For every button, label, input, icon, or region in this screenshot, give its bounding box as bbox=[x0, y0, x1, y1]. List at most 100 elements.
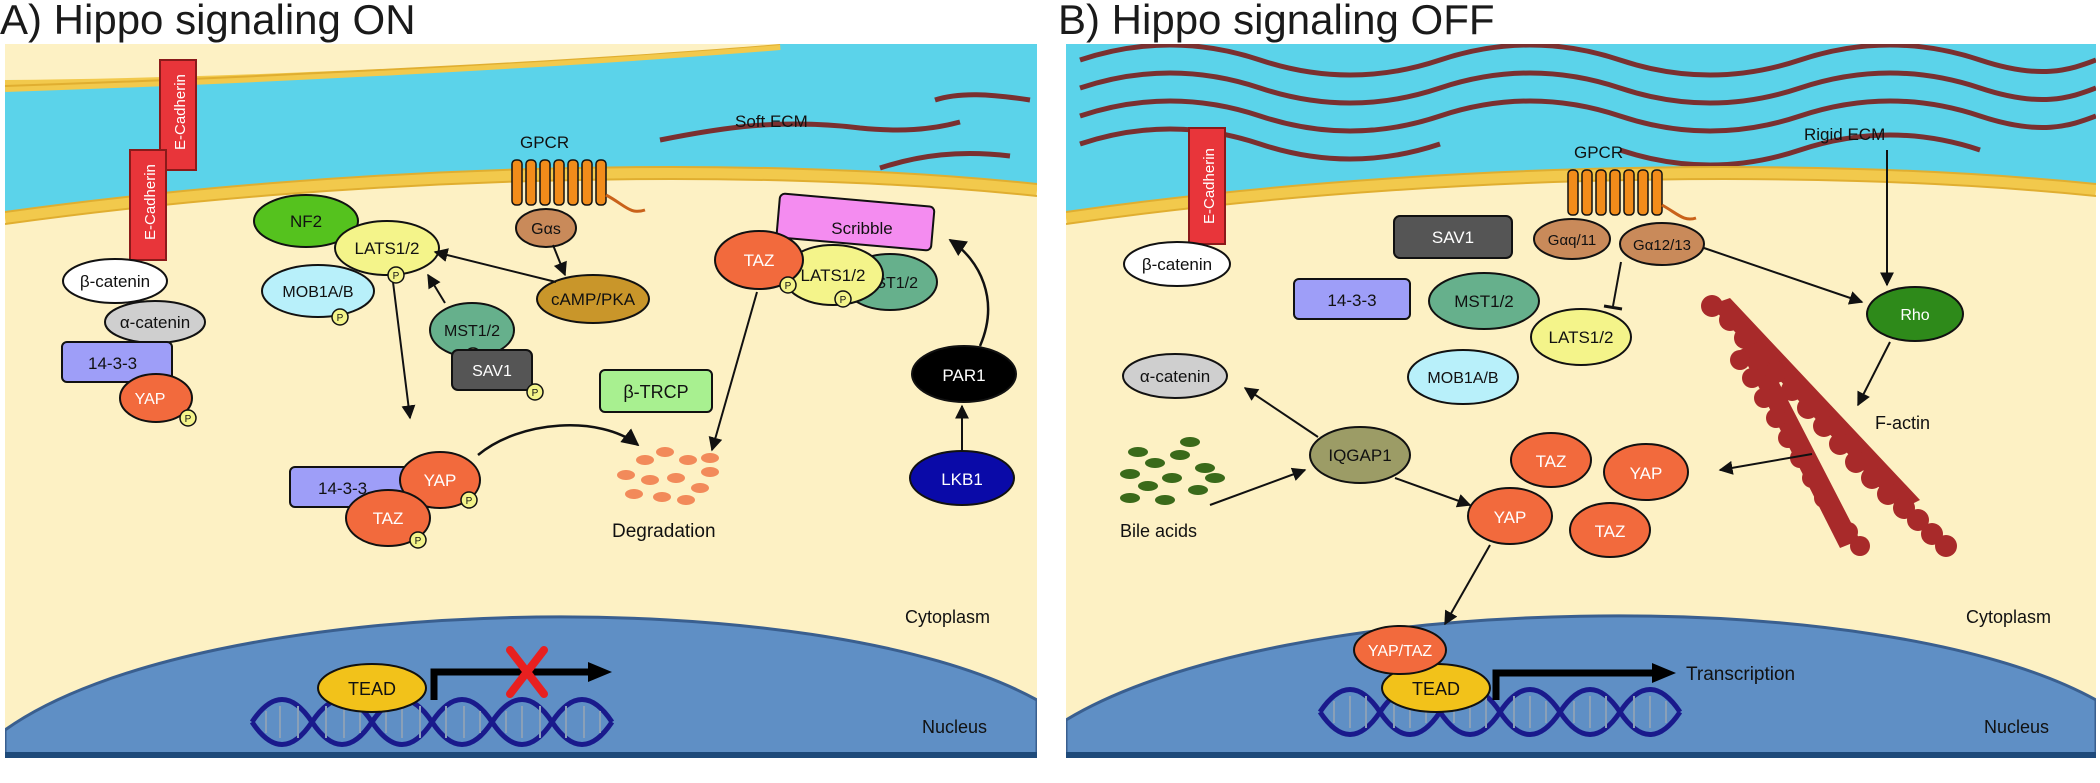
lkb1: LKB1 bbox=[909, 450, 1015, 506]
svg-text:YAP: YAP bbox=[1494, 508, 1527, 527]
svg-text:LATS1/2: LATS1/2 bbox=[1549, 328, 1614, 347]
phospho-icon bbox=[460, 491, 478, 509]
svg-text:MOB1A/B: MOB1A/B bbox=[282, 284, 353, 301]
yap-taz-b: YAP/TAZ bbox=[1353, 625, 1447, 675]
svg-text:P: P bbox=[785, 281, 792, 292]
svg-text:TAZ: TAZ bbox=[373, 509, 404, 528]
svg-text:P: P bbox=[393, 271, 400, 282]
svg-text:TEAD: TEAD bbox=[1412, 679, 1460, 699]
svg-text:Rho: Rho bbox=[1900, 307, 1929, 324]
lats-scribble: LATS1/2 P bbox=[782, 244, 884, 308]
lats-left: LATS1/2 P bbox=[334, 220, 440, 284]
f-actin bbox=[1701, 295, 1957, 557]
svg-text:MST1/2: MST1/2 bbox=[1454, 292, 1514, 311]
tead-a: TEAD bbox=[317, 663, 427, 713]
mob-b: MOB1A/B bbox=[1407, 349, 1519, 405]
par1: PAR1 bbox=[911, 345, 1017, 403]
taz-middle: TAZ P bbox=[345, 489, 431, 549]
arrow bbox=[427, 273, 446, 304]
e-cadherin-lower: E-Cadherin bbox=[129, 149, 167, 261]
g-alpha-12-13: Gα12/13 bbox=[1619, 222, 1705, 266]
f-actin-label: F-actin bbox=[1875, 413, 1930, 433]
svg-text:NF2: NF2 bbox=[290, 212, 322, 231]
soft-ecm-label: Soft ECM bbox=[735, 112, 808, 131]
taz-b-2: TAZ bbox=[1569, 502, 1651, 558]
transcription-arrow-blocked bbox=[430, 662, 612, 700]
arrow bbox=[1243, 387, 1319, 438]
svg-text:cAMP/PKA: cAMP/PKA bbox=[551, 290, 636, 309]
panel-a: Soft ECM E-Cadherin E-Cadherin β-catenin… bbox=[5, 44, 1037, 758]
yap-b-2: YAP bbox=[1467, 487, 1553, 545]
phospho-icon bbox=[387, 266, 405, 284]
bile-acids-particles bbox=[1120, 437, 1225, 505]
yap-left: YAP P bbox=[119, 373, 197, 427]
svg-text:α-catenin: α-catenin bbox=[120, 313, 190, 332]
svg-text:TAZ: TAZ bbox=[1536, 452, 1567, 471]
svg-text:TAZ: TAZ bbox=[1595, 522, 1626, 541]
svg-text:MOB1A/B: MOB1A/B bbox=[1427, 370, 1498, 387]
gpcr-receptor bbox=[511, 159, 646, 213]
svg-text:YAP/TAZ: YAP/TAZ bbox=[1368, 643, 1433, 660]
svg-text:Gαq/11: Gαq/11 bbox=[1548, 232, 1596, 249]
svg-text:Gα12/13: Gα12/13 bbox=[1633, 237, 1691, 254]
e-cadherin-upper: E-Cadherin bbox=[159, 59, 197, 171]
svg-text:P: P bbox=[532, 388, 539, 399]
phospho-icon bbox=[834, 290, 852, 308]
svg-text:E-Cadherin: E-Cadherin bbox=[172, 74, 189, 150]
nucleus-region bbox=[1066, 614, 2096, 758]
taz-scribble: TAZ P bbox=[714, 230, 804, 294]
transcription-arrow bbox=[1492, 663, 1676, 700]
svg-text:LATS1/2: LATS1/2 bbox=[355, 239, 420, 258]
14-3-3-b: 14-3-3 bbox=[1293, 278, 1411, 320]
dna-helix bbox=[1317, 687, 1683, 737]
panel-b: Rigid ECM E-Cadherin β-catenin SAV1 14-3… bbox=[1066, 44, 2096, 758]
svg-text:14-3-3: 14-3-3 bbox=[88, 354, 137, 373]
svg-text:SAV1: SAV1 bbox=[472, 363, 512, 380]
nucleus-label: Nucleus bbox=[1984, 717, 2049, 737]
rigid-ecm-label: Rigid ECM bbox=[1804, 125, 1885, 144]
nucleus-region bbox=[5, 615, 1037, 758]
arrow bbox=[1209, 467, 1307, 506]
svg-text:14-3-3: 14-3-3 bbox=[1327, 291, 1376, 310]
phospho-icon bbox=[409, 531, 427, 549]
arrow bbox=[1857, 341, 1891, 407]
svg-text:YAP: YAP bbox=[135, 391, 166, 408]
iqgap1: IQGAP1 bbox=[1309, 426, 1411, 484]
svg-text:E-Cadherin: E-Cadherin bbox=[142, 164, 159, 240]
arrow bbox=[477, 424, 640, 456]
panel-b-title: B) Hippo signaling OFF bbox=[1058, 0, 1495, 43]
mob-left: MOB1A/B P bbox=[261, 264, 375, 326]
svg-text:TEAD: TEAD bbox=[348, 679, 396, 699]
sav-b: SAV1 bbox=[1393, 215, 1513, 259]
alpha-catenin: α-catenin bbox=[104, 300, 206, 344]
svg-text:PAR1: PAR1 bbox=[942, 366, 985, 385]
mst-b: MST1/2 bbox=[1428, 272, 1540, 330]
dna-helix bbox=[249, 697, 615, 747]
sav-left: SAV1 P bbox=[451, 349, 544, 401]
yap-b-1: YAP bbox=[1603, 443, 1689, 501]
phospho-icon bbox=[779, 276, 797, 294]
cytoplasm-label: Cytoplasm bbox=[1966, 607, 2051, 627]
alpha-catenin-b: α-catenin bbox=[1122, 353, 1228, 399]
14-3-3-left: 14-3-3 bbox=[61, 341, 173, 383]
ecm-fiber bbox=[659, 119, 961, 143]
yap-middle: YAP P bbox=[399, 451, 481, 509]
svg-text:SAV1: SAV1 bbox=[1432, 228, 1474, 247]
camp-pka: cAMP/PKA bbox=[536, 274, 650, 324]
arrow bbox=[1444, 544, 1491, 626]
svg-text:TAZ: TAZ bbox=[744, 251, 775, 270]
phospho-icon bbox=[179, 409, 197, 427]
inhibition-bar bbox=[1603, 304, 1623, 311]
g-alpha-s: Gαs bbox=[515, 208, 577, 248]
svg-text:LKB1: LKB1 bbox=[941, 470, 983, 489]
ecm-fiber bbox=[879, 151, 1011, 171]
cytoplasm-region bbox=[5, 173, 1037, 758]
svg-text:E-Cadherin: E-Cadherin bbox=[1201, 148, 1218, 224]
nucleus-label: Nucleus bbox=[922, 717, 987, 737]
g-alpha-q11: Gαq/11 bbox=[1533, 218, 1611, 260]
beta-trcp: β-TRCP bbox=[599, 369, 713, 413]
beta-catenin-b: β-catenin bbox=[1123, 241, 1231, 287]
phospho-icon bbox=[526, 383, 544, 401]
svg-text:P: P bbox=[185, 414, 192, 425]
